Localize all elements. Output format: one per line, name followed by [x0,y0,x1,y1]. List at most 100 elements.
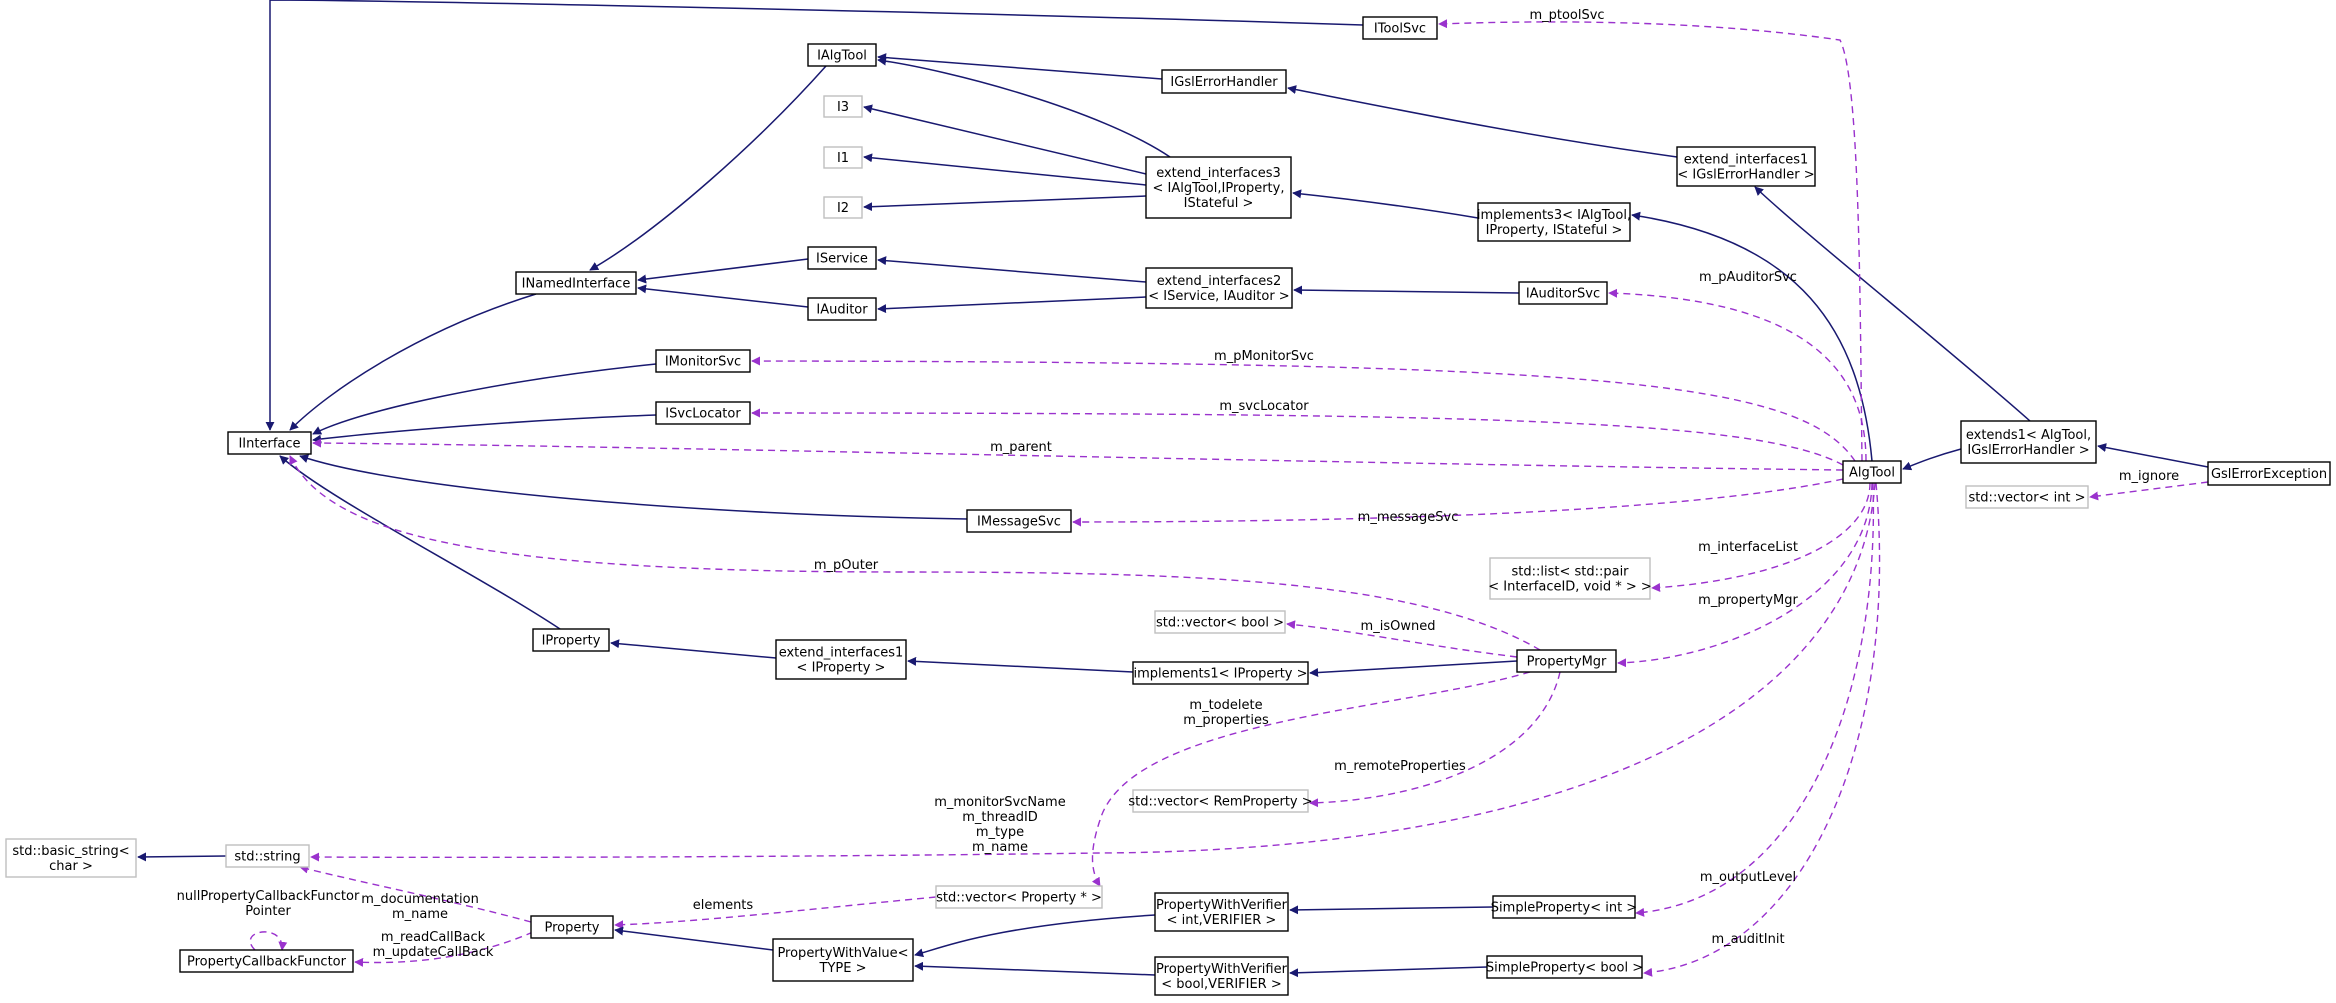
inheritance-edge-PropertyWithValue-to-Property [614,926,774,951]
class-node-IMonitorSvc[interactable]: IMonitorSvc [655,349,751,373]
class-node-extends1[interactable]: extends1< AlgTool,IGslErrorHandler > [1960,420,2097,464]
class-node-basicString[interactable]: std::basic_string<char > [5,838,137,878]
edge-labels-layer: m_ptoolSvcm_ignorem_pAuditorSvcm_pMonito… [177,8,2179,960]
class-node-listPair[interactable]: std::list< std::pair< InterfaceID, void … [1488,557,1652,600]
inheritance-edge-extIf3-to-IAlgTool [877,56,1171,158]
edge-label-elements: elements [693,898,754,913]
class-node-stdString[interactable]: std::string [225,844,310,868]
class-node-label: PropertyWithVerifier [1156,962,1288,977]
class-node-box [823,146,863,169]
edge-label-m_todelete: m_properties [1183,713,1269,728]
class-node-I1[interactable]: I1 [823,146,863,169]
inheritance-edge-IAuditorSvc-to-extIf2 [1293,285,1520,295]
edge-label-m_messageSvc: m_messageSvc [1358,510,1459,525]
class-node-vecPropPtr[interactable]: std::vector< Property * > [935,885,1103,909]
usage-edge-AlgTool-to-stdString [310,482,1876,862]
class-node-IInterface[interactable]: IInterface [227,431,312,455]
class-node-extIf1Gsl[interactable]: extend_interfaces1< IGslErrorHandler > [1676,146,1816,187]
class-node-PWVint[interactable]: PropertyWithVerifier< int,VERIFIER > [1154,892,1289,932]
inheritance-edge-stdString-to-basicString [137,852,227,862]
class-node-label: std::vector< Property * > [936,891,1102,906]
class-node-vecBool[interactable]: std::vector< bool > [1154,610,1286,634]
class-node-label: PropertyMgr [1527,655,1607,670]
class-node-IProperty[interactable]: IProperty [532,628,610,652]
inheritance-edge-IMonitorSvc-to-IInterface [312,363,657,435]
edges-layer [137,0,2209,978]
class-node-PropertyWithValue[interactable]: PropertyWithValue<TYPE > [772,938,914,982]
class-node-label: PropertyWithVerifier [1156,898,1288,913]
class-node-INamedInterface[interactable]: INamedInterface [515,271,637,295]
usage-edge-AlgTool-to-PropertyMgr [1617,482,1873,668]
class-node-label: IInterface [238,437,300,452]
class-node-box [823,95,863,118]
class-node-IAuditor[interactable]: IAuditor [807,297,877,321]
class-node-IMessageSvc[interactable]: IMessageSvc [966,509,1072,533]
class-node-label: < IProperty > [797,661,886,676]
class-node-ISvcLocator[interactable]: ISvcLocator [655,401,751,425]
class-node-SPbool[interactable]: SimpleProperty< bool > [1486,955,1643,979]
inheritance-edge-PropertyMgr-to-impl1 [1309,660,1518,678]
edge-label-m_documentation: m_name [392,907,448,922]
edge-label-m_remoteProperties: m_remoteProperties [1334,759,1466,774]
class-node-label: IAuditorSvc [1526,287,1600,302]
class-node-vecInt[interactable]: std::vector< int > [1965,485,2089,509]
class-node-box [515,271,637,295]
class-node-impl3[interactable]: implements3< IAlgTool,IProperty, IStatef… [1477,202,1631,242]
class-node-label: IProperty, IStateful > [1486,223,1623,238]
class-node-PropertyMgr[interactable]: PropertyMgr [1516,649,1617,673]
class-node-label: < IGslErrorHandler > [1677,168,1814,183]
inheritance-edge-SPint-to-PWVint [1289,905,1494,915]
class-node-box [2207,461,2331,486]
class-node-SPint[interactable]: SimpleProperty< int > [1491,895,1637,919]
class-node-label: SimpleProperty< int > [1491,901,1637,916]
usage-edge-AlgTool-to-IMessageSvc [1072,478,1844,527]
class-node-label: extend_interfaces3 [1156,166,1281,181]
class-node-box [1145,267,1293,309]
class-node-box [1154,610,1286,634]
class-node-impl1[interactable]: implements1< IProperty > [1132,661,1309,685]
edge-label-m_auditInit: m_auditInit [1711,932,1784,947]
class-node-box [532,628,610,652]
class-node-I3[interactable]: I3 [823,95,863,118]
class-node-extIf3[interactable]: extend_interfaces3< IAlgTool,IProperty,I… [1145,156,1292,219]
class-node-label: PropertyWithValue< [777,946,908,961]
class-node-PWVbool[interactable]: PropertyWithVerifier< bool,VERIFIER > [1154,956,1289,996]
class-node-vecRem[interactable]: std::vector< RemProperty > [1128,789,1313,813]
class-node-IService[interactable]: IService [807,246,877,270]
class-node-IGslErrorHandler[interactable]: IGslErrorHandler [1161,69,1287,94]
class-node-box [823,196,863,219]
class-node-label: extend_interfaces2 [1157,274,1282,289]
class-node-label: char > [49,859,93,874]
class-node-PropertyCallbackFunctor[interactable]: PropertyCallbackFunctor [179,949,354,973]
edge-label-m_stringMembers: m_name [972,840,1028,855]
class-node-box [1489,557,1651,600]
edge-label-m_documentation: m_documentation [361,892,479,907]
class-node-Property[interactable]: Property [530,915,614,939]
class-node-AlgTool[interactable]: AlgTool [1842,460,1902,484]
class-node-extIf1Prop[interactable]: extend_interfaces1< IProperty > [775,639,907,680]
class-node-box [1965,485,2089,509]
class-node-label: ISvcLocator [665,407,741,422]
inheritance-edge-impl3-to-extIf3 [1292,189,1479,219]
class-node-GslErrorException[interactable]: GslErrorException [2207,461,2331,486]
class-node-IAuditorSvc[interactable]: IAuditorSvc [1518,281,1608,305]
class-node-box [966,509,1072,533]
usage-edge-PropertyMgr-to-vecRem [1309,671,1561,808]
usage-edge-AlgTool-to-SPint [1635,482,1875,917]
class-node-label: extend_interfaces1 [1684,153,1809,168]
class-node-box [1154,892,1289,932]
inheritance-edge-IGslErrorHandler-to-IAlgTool [877,53,1163,80]
class-node-box [1842,460,1902,484]
edge-label-m_pOuter: m_pOuter [814,558,879,573]
class-node-extIf2[interactable]: extend_interfaces2< IService, IAuditor > [1145,267,1293,309]
class-node-IAlgTool[interactable]: IAlgTool [807,43,877,67]
class-node-box [1518,281,1608,305]
inheritance-edge-extIf1Prop-to-IProperty [610,639,777,659]
class-node-I2[interactable]: I2 [823,196,863,219]
inheritance-edge-PWVbool-to-PropertyWithValue [914,961,1156,976]
class-node-box [530,915,614,939]
class-node-label: std::string [234,850,300,865]
class-node-IToolSvc[interactable]: IToolSvc [1362,16,1438,40]
inheritance-edge-extIf1Gsl-to-IGslErrorHandler [1287,85,1678,158]
class-node-box [772,938,914,982]
